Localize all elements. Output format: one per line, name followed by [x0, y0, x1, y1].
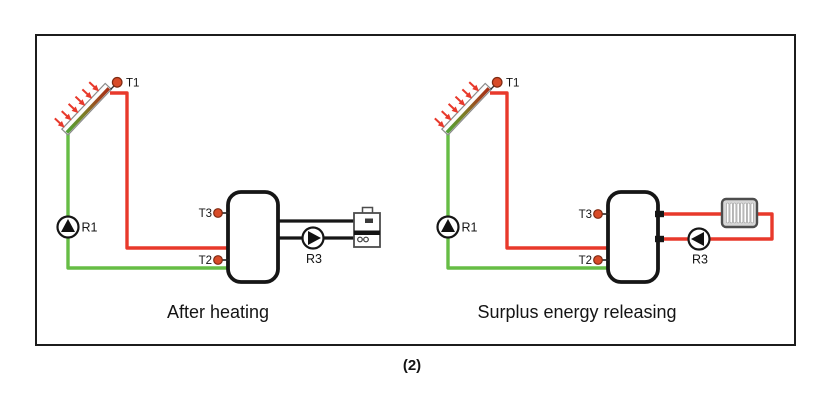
- t1-label: T1: [126, 78, 139, 90]
- sensor-t2-dot: [213, 255, 223, 265]
- pump-r3-icon: [301, 226, 325, 250]
- tank-port-bottom: [655, 235, 664, 243]
- pump-r1-icon: [436, 215, 460, 239]
- diagram-after-heating: T1 T3 T2 R1 R3 After heating: [53, 75, 381, 322]
- diagram-surplus-energy-releasing: T1 T3 T2 R1 R3 Surplus energy releasing: [433, 75, 774, 322]
- storage-tank: [606, 190, 660, 284]
- r1-label: R1: [82, 221, 98, 235]
- r1-label: R1: [462, 221, 478, 235]
- pump-r3-icon: [687, 227, 711, 251]
- hot-pipe: [110, 91, 232, 250]
- sensor-t1-dot: [491, 76, 503, 88]
- t2-label: T2: [199, 255, 212, 267]
- cold-pipe: [66, 134, 232, 270]
- pump-r1-icon: [56, 215, 80, 239]
- radiator-pipe-return: [664, 212, 774, 241]
- diagram-title: After heating: [167, 302, 269, 322]
- figure-border: [35, 34, 796, 346]
- boiler-icon: [353, 206, 381, 248]
- radiator-icon: [720, 197, 759, 229]
- t1-label: T1: [506, 78, 519, 90]
- sensor-t2-dot: [593, 255, 603, 265]
- storage-tank: [226, 190, 280, 284]
- r3-label: R3: [306, 252, 322, 266]
- sensor-t3-dot: [213, 208, 223, 218]
- r3-label: R3: [692, 253, 708, 267]
- hot-pipe: [490, 91, 612, 250]
- figure-number: (2): [403, 357, 421, 374]
- t2-label: T2: [579, 255, 592, 267]
- sensor-t1-dot: [111, 76, 123, 88]
- sensor-t3-dot: [593, 209, 603, 219]
- diagram-title: Surplus energy releasing: [477, 302, 676, 322]
- tank-port-top: [655, 210, 664, 218]
- t3-label: T3: [579, 209, 592, 221]
- t3-label: T3: [199, 208, 212, 220]
- cold-pipe: [446, 134, 612, 270]
